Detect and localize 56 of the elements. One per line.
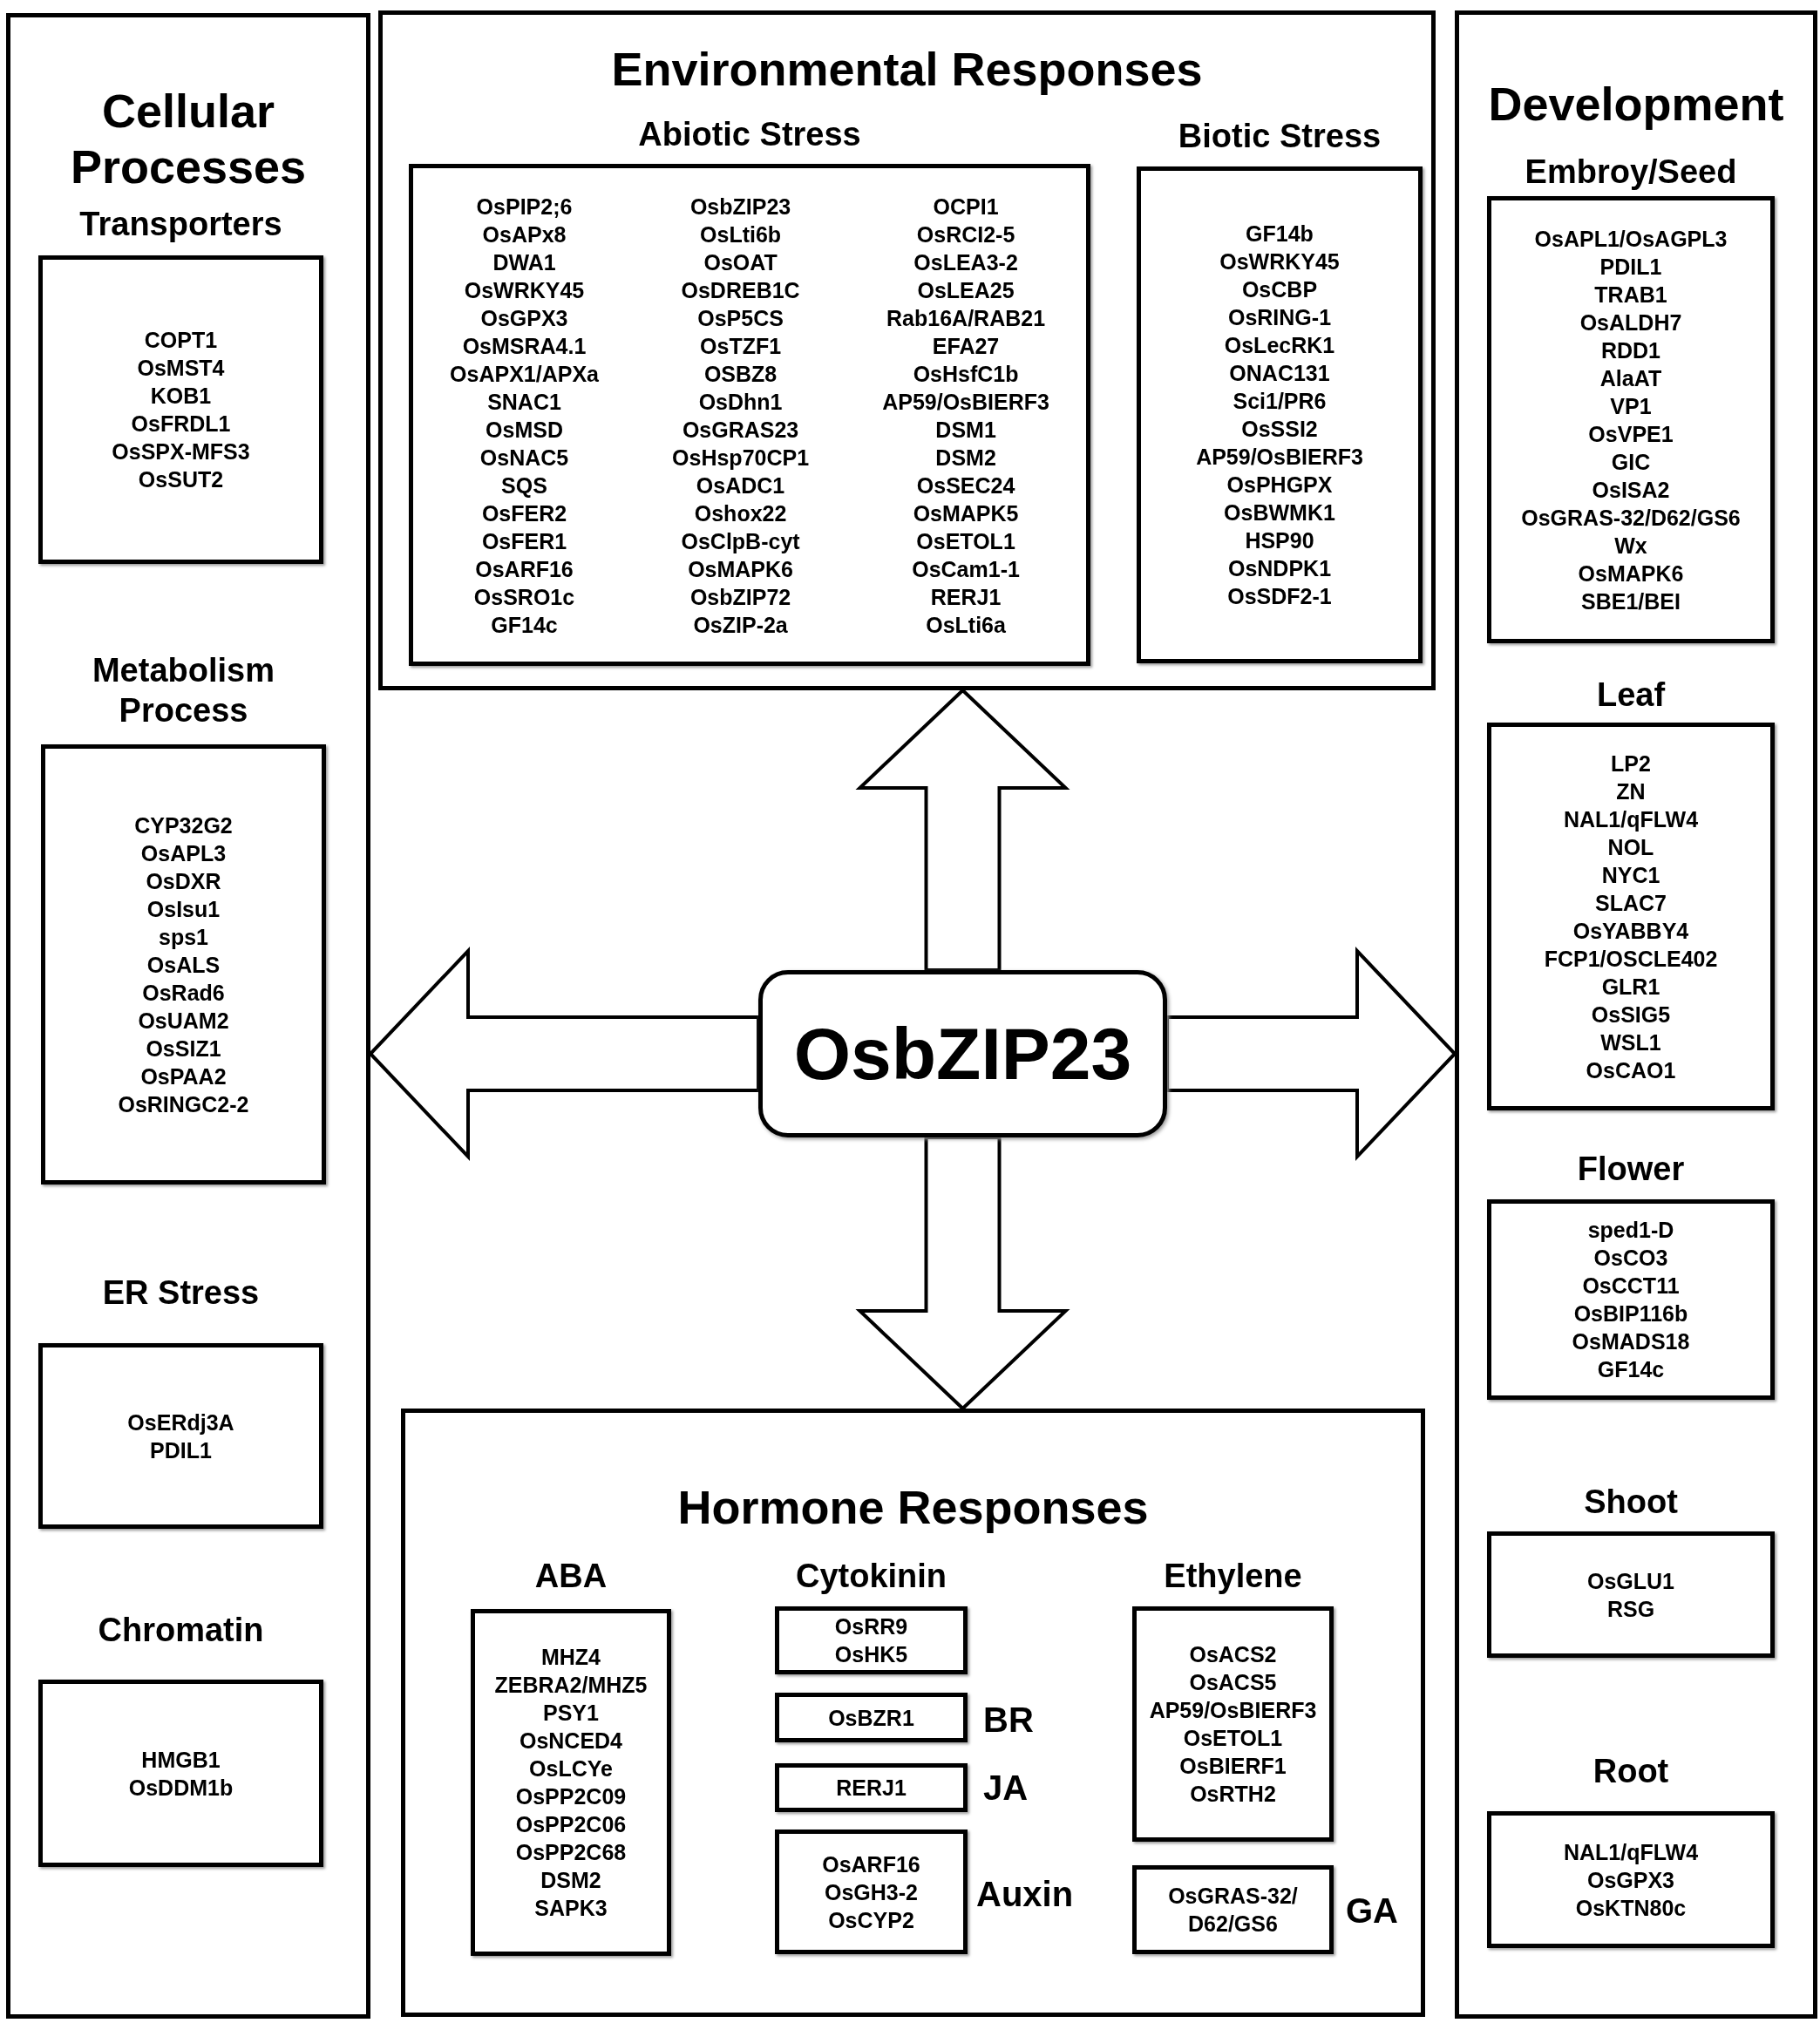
- gene-list: OsAPL1/OsAGPL3 PDIL1 TRAB1 OsALDH7 RDD1 AlaAT VP1 OsVPE1 GIC OsISA2 OsGRAS-32/D62/GS6 Wx OsMAPK6 SBE1/BEI: [1521, 224, 1741, 615]
- panel-title: Development: [1487, 77, 1785, 132]
- gene-list: MHZ4 ZEBRA2/MHZ5 PSY1 OsNCED4 OsLCYe OsPP2C09 OsPP2C06 OsPP2C68 DSM2 SAPK3: [494, 1643, 648, 1922]
- category-heading: Leaf: [1596, 675, 1666, 715]
- category-heading: Ethylene: [1164, 1557, 1302, 1596]
- category-heading: Flower: [1577, 1149, 1685, 1189]
- panel-frame: [401, 1409, 1425, 2017]
- panel-title: Hormone Responses: [676, 1480, 1150, 1535]
- gene-list: OsPIP2;6 OsAPx8 DWA1 OsWRKY45 OsGPX3 OsMSRA4.1 OsAPX1/APXa SNAC1 OsMSD OsNAC5 SQS OsFER2 OsFER1 OsARF16 OsSRO1c GF14c: [450, 193, 599, 639]
- gene-list: RERJ1: [836, 1774, 907, 1802]
- block-arrow: [1165, 947, 1457, 1161]
- category-heading: Abiotic Stress: [638, 115, 861, 154]
- gene-list: OsARF16 OsGH3-2 OsCYP2: [822, 1850, 920, 1934]
- panel-frame: [378, 10, 1436, 690]
- panel-title: Cellular Processes: [69, 84, 308, 194]
- panel-frame: [1455, 10, 1817, 2019]
- gene-list: OsGLU1 RSG: [1587, 1566, 1674, 1623]
- category-heading: Cytokinin: [795, 1557, 947, 1596]
- category-heading: Biotic Stress: [1178, 116, 1382, 156]
- gene-list: OsACS2 OsACS5 AP59/OsBIERF3 OsETOL1 OsBIERF1 OsRTH2: [1149, 1640, 1317, 1808]
- gene-list: OsRR9 OsHK5: [834, 1612, 908, 1668]
- gene-list: HMGB1 OsDDM1b: [128, 1745, 234, 1802]
- gene-list: CYP32G2 OsAPL3 OsDXR OsIsu1 sps1 OsALS OsRad6 OsUAM2 OsSIZ1 OsPAA2 OsRINGC2-2: [118, 811, 249, 1118]
- category-heading: Transporters: [79, 204, 282, 244]
- gene-list: LP2 ZN NAL1/qFLW4 NOL NYC1 SLAC7 OsYABBY4 FCP1/OSCLE402 GLR1 OsSIG5 WSL1 OsCAO1: [1544, 749, 1718, 1084]
- gene-list: GF14b OsWRKY45 OsCBP OsRING-1 OsLecRK1 ONAC131 Sci1/PR6 OsSSI2 AP59/OsBIERF3 OsPHGPX OsBWMK1 HSP90 OsNDPK1 OsSDF2-1: [1196, 220, 1363, 610]
- gene-list-box: [775, 1763, 968, 1812]
- gene-list-box: [775, 1830, 968, 1954]
- panel-title: Environmental Responses: [610, 42, 1204, 97]
- gene-list: OsbZIP23 OsLti6b OsOAT OsDREB1C OsP5CS OsTZF1 OSBZ8 OsDhn1 OsGRAS23 OsHsp70CP1 OsADC1 Oshox22 OsClpB-cyt OsMAPK6 OsbZIP72 OsZIP-2a: [672, 193, 810, 639]
- gene-list: OsERdj3A PDIL1: [127, 1408, 234, 1464]
- hormone-label: JA: [983, 1768, 1029, 1809]
- gene-list: OCPI1 OsRCI2-5 OsLEA3-2 OsLEA25 Rab16A/RAB21 EFA27 OsHsfC1b AP59/OsBIERF3 DSM1 DSM2 OsSEC24 OsMAPK5 OsETOL1 OsCam1-1 RERJ1 OsLti6a: [882, 193, 1049, 639]
- gene-list-box: [1132, 1865, 1334, 1954]
- gene-list: OsGRAS-32/ D62/GS6: [1168, 1882, 1298, 1938]
- block-arrow: [855, 688, 1070, 972]
- gene-list: OsBZR1: [828, 1703, 914, 1732]
- category-heading: Root: [1592, 1751, 1669, 1791]
- category-heading: Embroy/Seed: [1525, 152, 1737, 192]
- gene-list-box: [775, 1693, 968, 1742]
- block-arrow: [855, 1136, 1070, 1411]
- category-heading: Shoot: [1584, 1482, 1678, 1522]
- gene-list: NAL1/qFLW4 OsGPX3 OsKTN80c: [1563, 1837, 1699, 1922]
- panel-frame: [6, 13, 370, 2019]
- category-heading: Chromatin: [98, 1610, 264, 1650]
- category-heading: ABA: [534, 1557, 608, 1596]
- gene-list: COPT1 OsMST4 KOB1 OsFRDL1 OsSPX-MFS3 OsSUT2: [112, 326, 250, 493]
- gene-list: sped1-D OsCO3 OsCCT11 OsBIP116b OsMADS18 GF14c: [1572, 1216, 1690, 1383]
- category-heading: ER Stress: [102, 1273, 260, 1313]
- hormone-label: BR: [983, 1700, 1034, 1741]
- block-arrow: [368, 947, 760, 1161]
- hormone-label: GA: [1346, 1891, 1398, 1931]
- hormone-label: Auxin: [976, 1874, 1074, 1915]
- gene-label: OsbZIP23: [793, 1011, 1132, 1096]
- rounded-box: [758, 970, 1167, 1137]
- category-heading: Metabolism Process: [91, 651, 275, 730]
